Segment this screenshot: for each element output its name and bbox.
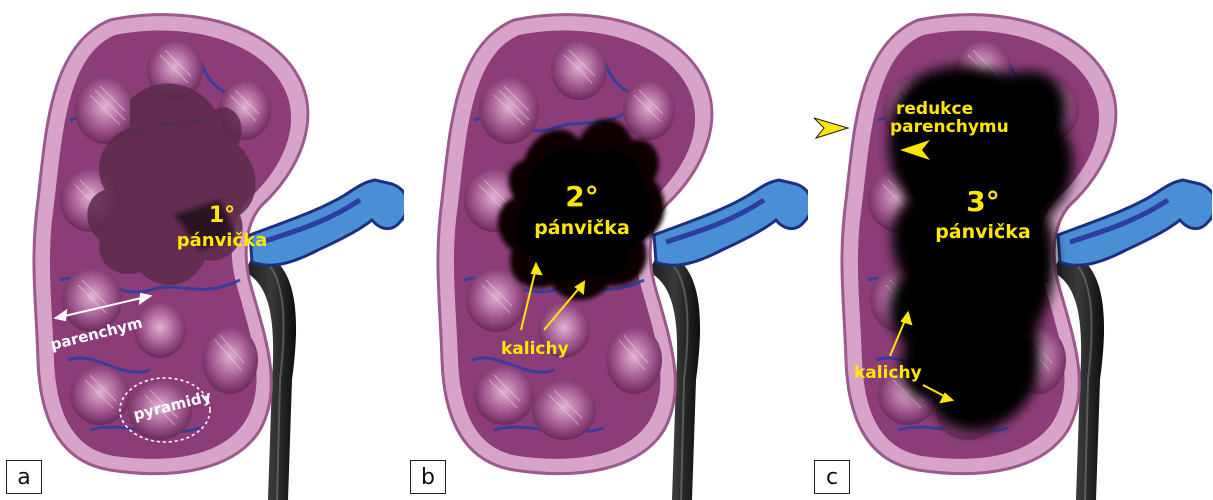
grade-label: 3°	[966, 185, 999, 218]
arrowhead-left-icon	[814, 118, 848, 138]
panel-c: 3° pánvička redukce parenchymu kalichy c	[808, 0, 1212, 500]
reduction-label-line2: parenchymu	[890, 117, 1009, 137]
pelvis-label: pánvička	[935, 221, 1031, 243]
kidney-illustration-c: 3° pánvička redukce parenchymu kalichy	[808, 0, 1212, 500]
calyx-label: kalichy	[854, 363, 922, 383]
grade-label: 1°	[209, 203, 235, 228]
panel-label-c: c	[814, 460, 850, 494]
kidney-illustration-a: 1° pánvička parenchym pyramidy	[0, 0, 404, 500]
pelvis-label: pánvička	[534, 217, 630, 239]
panel-label-a: a	[6, 460, 42, 494]
panel-a: 1° pánvička parenchym pyramidy a	[0, 0, 404, 500]
reduction-label-line1: redukce	[896, 99, 973, 119]
panel-label-b: b	[410, 460, 446, 494]
panel-b: 2° pánvička kalichy b	[404, 0, 808, 500]
grade-label: 2°	[565, 180, 598, 213]
kidney-illustration-b: 2° pánvička kalichy	[404, 0, 808, 500]
pelvis-label: pánvička	[177, 230, 268, 251]
calyx-label: kalichy	[501, 339, 569, 359]
